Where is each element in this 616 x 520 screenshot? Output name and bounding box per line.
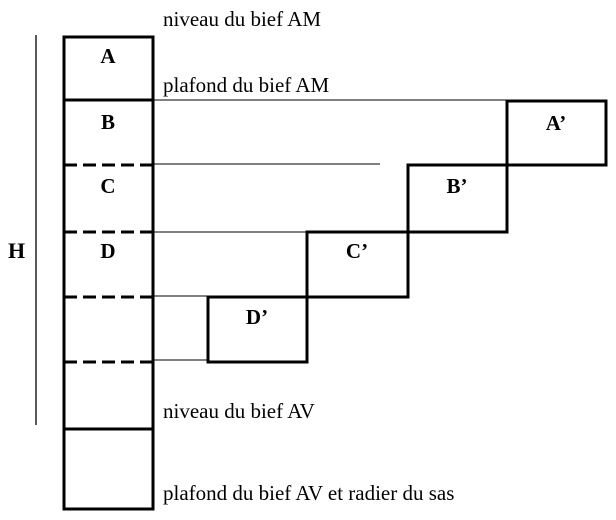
main-cell-label-a: A [100, 44, 116, 68]
main-cell-label-c: C [100, 174, 115, 198]
step-b-prime [406, 163, 509, 234]
staircase [206, 99, 608, 364]
step-d-prime [206, 295, 309, 364]
step-label-d-prime: D’ [246, 305, 268, 329]
step-a-prime [505, 99, 608, 167]
step-c-prime [305, 230, 410, 299]
annotation-upstream-water-level: niveau du bief AM [163, 7, 321, 31]
main-cell-label-d: D [100, 239, 115, 263]
annotation-upstream-floor: plafond du bief AM [163, 73, 330, 97]
height-axis-label: H [8, 238, 25, 263]
step-label-a-prime: A’ [546, 111, 567, 135]
main-cell-label-b: B [101, 110, 115, 134]
annotation-downstream-water-level: niveau du bief AV [163, 399, 315, 423]
main-column [62, 35, 155, 511]
annotation-downstream-floor: plafond du bief AV et radier du sas [163, 481, 454, 505]
step-label-c-prime: C’ [346, 239, 368, 263]
step-label-b-prime: B’ [447, 174, 468, 198]
